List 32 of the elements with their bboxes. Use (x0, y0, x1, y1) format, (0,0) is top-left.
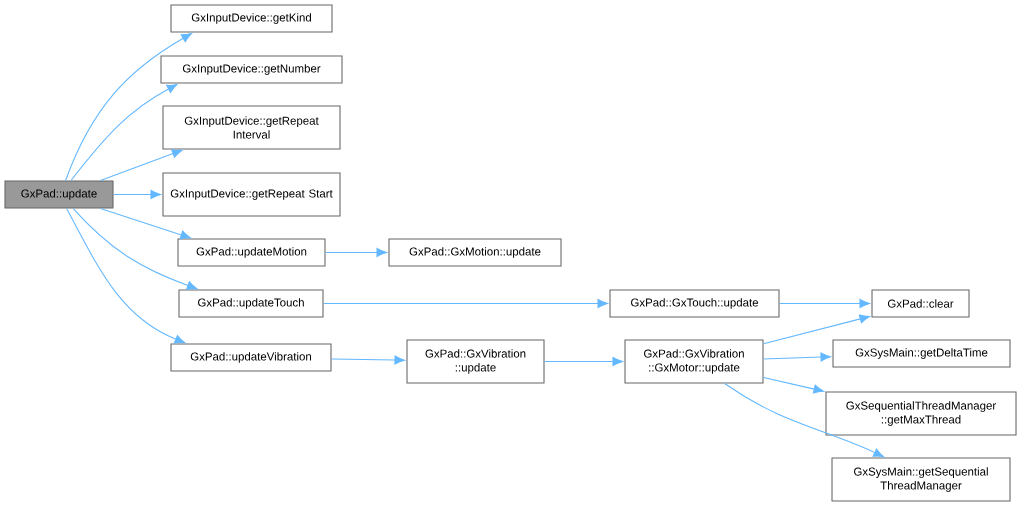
arrow (113, 189, 161, 200)
arrow (72, 208, 198, 290)
function-box: GxPad::updateTouch (178, 289, 324, 318)
arrow (763, 352, 832, 362)
arrow (70, 83, 178, 181)
function-box: GxSequentialThreadManager ::getMaxThread (825, 391, 1017, 436)
arrow (323, 298, 608, 309)
arrow (724, 383, 884, 458)
function-box: GxSysMain::getSequential ThreadManager (831, 457, 1011, 502)
function-box: GxInputDevice::getKind (170, 4, 333, 33)
function-box: GxInputDevice::getNumber (160, 55, 343, 84)
function-box: GxPad::update (4, 180, 114, 209)
function-box: GxPad::GxVibration ::GxMotor::update (624, 339, 764, 384)
arrow (66, 208, 186, 344)
arrow (325, 247, 387, 258)
arrow (763, 314, 871, 345)
arrow (779, 298, 870, 309)
function-box: GxPad::updateMotion (177, 238, 326, 267)
function-box: GxPad::GxTouch::update (609, 289, 780, 318)
function-box: GxSysMain::getDeltaTime (832, 339, 1011, 368)
function-box: GxPad::GxVibration ::update (406, 339, 545, 384)
arrow (544, 356, 623, 367)
function-box: GxPad::clear (871, 289, 970, 318)
arrow (99, 149, 183, 181)
arrow (99, 208, 191, 240)
arrow (763, 376, 825, 394)
function-box: GxInputDevice::getRepeat Start (162, 172, 341, 217)
function-box: GxPad::GxMotion::update (388, 238, 562, 267)
function-box: GxPad::updateVibration (170, 343, 332, 372)
arrow (65, 33, 192, 181)
arrow (331, 355, 405, 365)
function-box: GxInputDevice::getRepeat Interval (162, 105, 341, 150)
